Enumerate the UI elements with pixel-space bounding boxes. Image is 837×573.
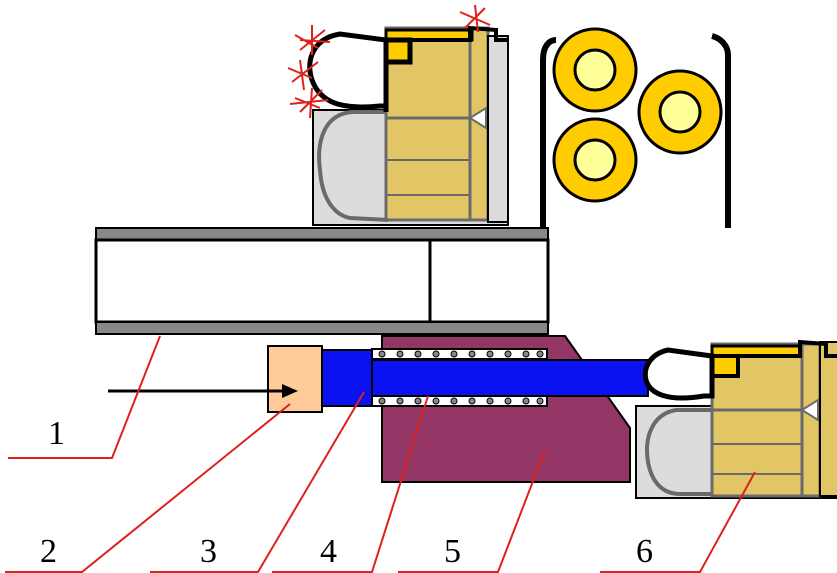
- leader-5: [398, 449, 546, 573]
- bottom-bullet-icon: [642, 347, 715, 401]
- leader-2: [5, 403, 291, 573]
- label-5: 5: [444, 533, 461, 570]
- leader-1: [8, 335, 161, 459]
- top-cartridge-bullet-outline: [317, 110, 389, 222]
- roller-1: [552, 27, 638, 113]
- roller-group: [540, 27, 731, 228]
- leader-6: [600, 471, 756, 573]
- roller-3: [552, 117, 638, 203]
- leader-4: [272, 395, 429, 573]
- roller-2: [637, 69, 723, 155]
- roller-guide-right: [711, 33, 731, 228]
- top-bullet-icon: [307, 31, 389, 110]
- label-6: 6: [636, 533, 653, 570]
- spring-icon: [371, 348, 548, 407]
- label-3: 3: [200, 533, 217, 570]
- label-2: 2: [40, 533, 57, 570]
- push-pad: [267, 345, 323, 413]
- label-1: 1: [48, 415, 65, 452]
- pusher-rod: [321, 349, 649, 407]
- guide-tube: [94, 227, 550, 335]
- top-cartridge: [287, 4, 509, 226]
- label-4: 4: [320, 533, 337, 570]
- roller-guide-left: [540, 37, 557, 228]
- leader-lines: [5, 335, 756, 573]
- leader-3: [150, 391, 365, 573]
- impact-marks: [287, 4, 491, 119]
- cartridge-icon: [635, 339, 837, 499]
